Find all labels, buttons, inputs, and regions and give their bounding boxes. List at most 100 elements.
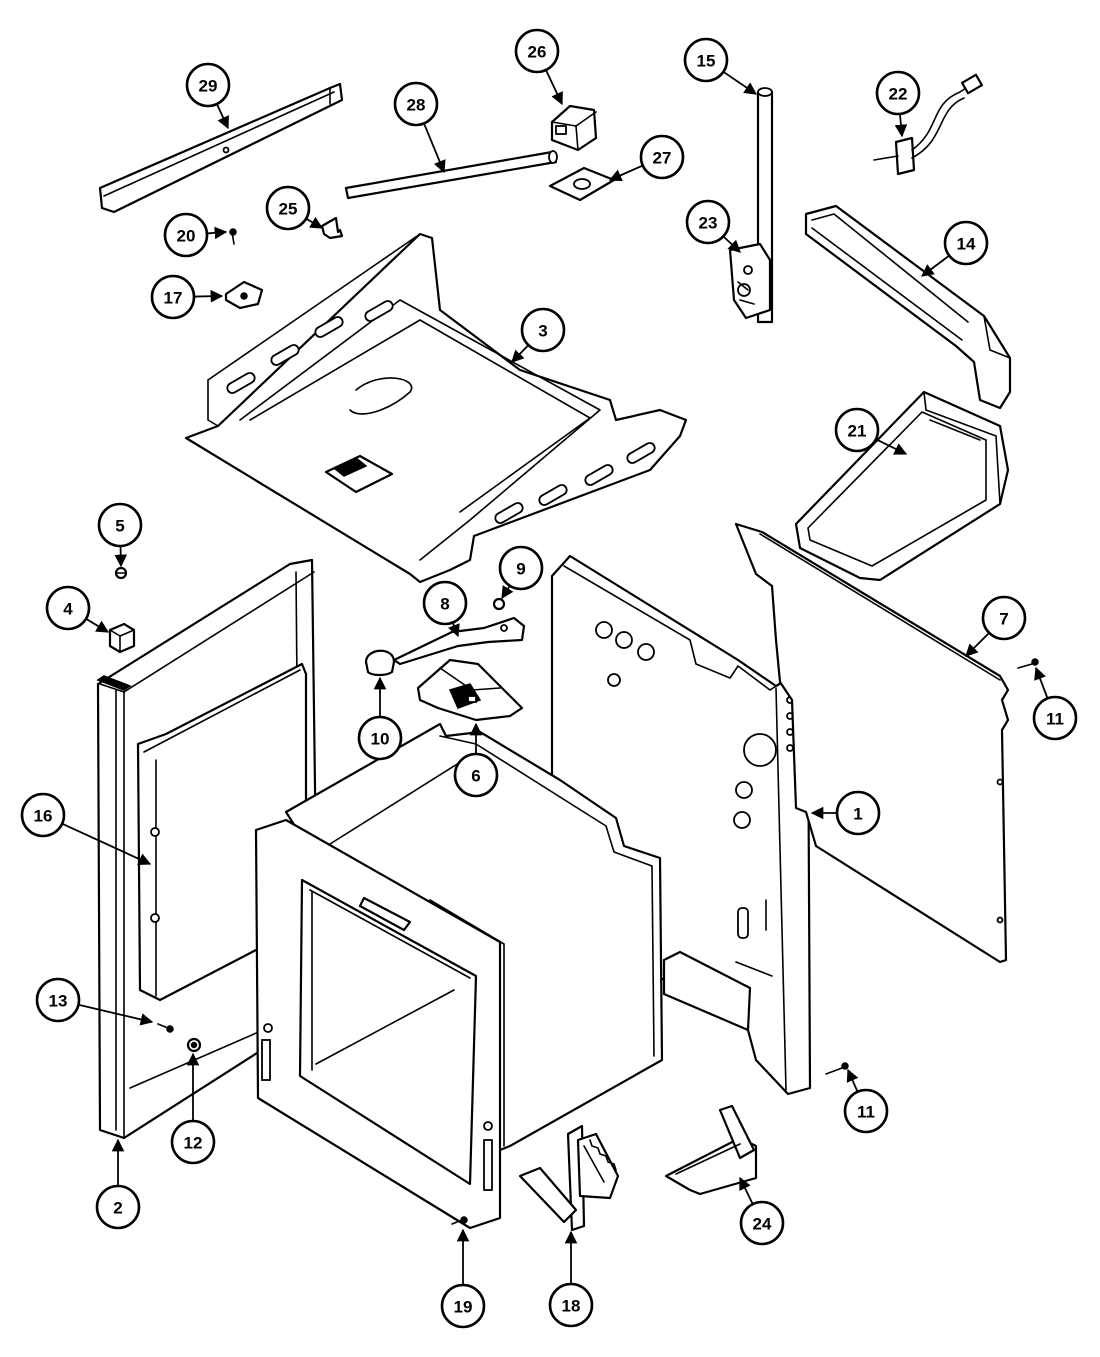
part-bottom-rail bbox=[662, 950, 752, 1032]
leader-line-25 bbox=[305, 216, 324, 229]
callout-5: 5 bbox=[97, 502, 143, 548]
callout-6: 6 bbox=[453, 752, 499, 798]
part-17-switch bbox=[224, 280, 264, 310]
leader-line-20 bbox=[206, 226, 228, 240]
callout-number: 26 bbox=[528, 43, 547, 62]
callout-circle bbox=[422, 580, 468, 626]
callout-14: 14 bbox=[943, 220, 989, 266]
callout-circle bbox=[97, 502, 143, 548]
callout-number: 11 bbox=[857, 1103, 875, 1122]
callout-circle bbox=[20, 792, 66, 838]
callout-27: 27 bbox=[639, 134, 685, 180]
part-6-latch bbox=[416, 658, 524, 722]
part-24-floor-bracket bbox=[664, 1104, 758, 1196]
callout-circle bbox=[35, 977, 81, 1023]
callout-number: 11 bbox=[1046, 710, 1064, 729]
callout-number: 9 bbox=[516, 560, 525, 579]
oven-cavity bbox=[254, 722, 664, 1230]
part-18-hinge bbox=[518, 1124, 620, 1232]
leader-line-27 bbox=[608, 164, 644, 182]
leader-line-9 bbox=[501, 585, 514, 600]
callout-number: 5 bbox=[115, 517, 124, 536]
callout-15: 15 bbox=[683, 37, 729, 83]
callout-8: 8 bbox=[422, 580, 468, 626]
callout-circle bbox=[514, 28, 560, 74]
callout-number: 2 bbox=[113, 1199, 122, 1218]
callout-layer: 1234567891011111213141516171819202122232… bbox=[20, 28, 1078, 1329]
callout-circle bbox=[520, 307, 566, 353]
callout-26: 26 bbox=[514, 28, 560, 74]
callout-13: 13 bbox=[35, 977, 81, 1023]
callout-circle bbox=[943, 220, 989, 266]
part-22-sensor bbox=[873, 73, 984, 176]
callout-11: 11 bbox=[1032, 695, 1078, 741]
callout-3: 3 bbox=[520, 307, 566, 353]
callout-number: 24 bbox=[753, 1215, 772, 1234]
leader-line-7 bbox=[965, 632, 990, 657]
callout-number: 21 bbox=[848, 422, 867, 441]
callout-circle bbox=[685, 199, 731, 245]
callout-circle bbox=[548, 1282, 594, 1328]
callout-circle bbox=[498, 545, 544, 591]
callout-number: 1 bbox=[853, 805, 862, 824]
leader-line-11 bbox=[846, 1068, 859, 1093]
leader-line-8 bbox=[447, 622, 460, 638]
callout-number: 23 bbox=[699, 214, 718, 233]
callout-circle bbox=[683, 37, 729, 83]
part-28-rod bbox=[344, 150, 558, 200]
part-7-rear-panel bbox=[734, 522, 1010, 964]
leader-line-14 bbox=[920, 254, 950, 277]
part-3-top-frame bbox=[184, 232, 688, 584]
part-19-screw bbox=[451, 1216, 468, 1225]
callout-number: 22 bbox=[889, 85, 908, 104]
part-9-screw bbox=[492, 597, 506, 611]
leader-line-23 bbox=[722, 235, 741, 253]
leader-line-4 bbox=[85, 618, 110, 633]
callout-7: 7 bbox=[981, 595, 1027, 641]
part-12-nut bbox=[186, 1037, 202, 1053]
callout-16: 16 bbox=[20, 792, 66, 838]
callout-number: 12 bbox=[184, 1134, 203, 1153]
callout-circle bbox=[163, 212, 209, 258]
part-25-clip bbox=[320, 216, 344, 240]
part-4-block bbox=[108, 622, 136, 654]
leader-line-26 bbox=[545, 69, 563, 106]
callout-number: 8 bbox=[440, 595, 449, 614]
callout-number: 4 bbox=[63, 600, 73, 619]
leader-line-3 bbox=[511, 344, 530, 363]
part-8-bracket-arm bbox=[392, 616, 526, 666]
callout-18: 18 bbox=[548, 1282, 594, 1328]
part-5-screw bbox=[114, 566, 128, 580]
leader-line-17 bbox=[193, 289, 224, 303]
callout-11: 11 bbox=[843, 1088, 889, 1134]
callout-number: 7 bbox=[999, 610, 1008, 629]
leader-line-29 bbox=[216, 103, 229, 130]
callout-circle bbox=[1032, 695, 1078, 741]
callout-circle bbox=[875, 70, 921, 116]
callout-12: 12 bbox=[170, 1119, 216, 1165]
callout-number: 10 bbox=[371, 730, 390, 749]
callout-22: 22 bbox=[875, 70, 921, 116]
callout-number: 19 bbox=[454, 1298, 473, 1317]
callout-number: 18 bbox=[562, 1297, 581, 1316]
part-14-vent-duct bbox=[804, 204, 1012, 410]
leader-line-21 bbox=[875, 438, 908, 455]
callout-number: 25 bbox=[279, 200, 298, 219]
callout-28: 28 bbox=[393, 81, 439, 127]
callout-circle bbox=[843, 1088, 889, 1134]
callout-number: 27 bbox=[653, 149, 672, 168]
callout-circle bbox=[834, 407, 880, 453]
callout-circle bbox=[95, 1184, 141, 1230]
part-20-screw bbox=[229, 228, 237, 245]
callout-25: 25 bbox=[265, 185, 311, 231]
callout-29: 29 bbox=[185, 62, 231, 108]
callout-number: 16 bbox=[34, 807, 53, 826]
part-13-screw bbox=[157, 1023, 174, 1033]
part-21-vent-tray bbox=[794, 390, 1010, 582]
part-27-gasket bbox=[548, 166, 616, 202]
callout-9: 9 bbox=[498, 545, 544, 591]
leader-line-13 bbox=[78, 1003, 154, 1026]
callout-circle bbox=[45, 585, 91, 631]
callout-number: 13 bbox=[49, 992, 68, 1011]
